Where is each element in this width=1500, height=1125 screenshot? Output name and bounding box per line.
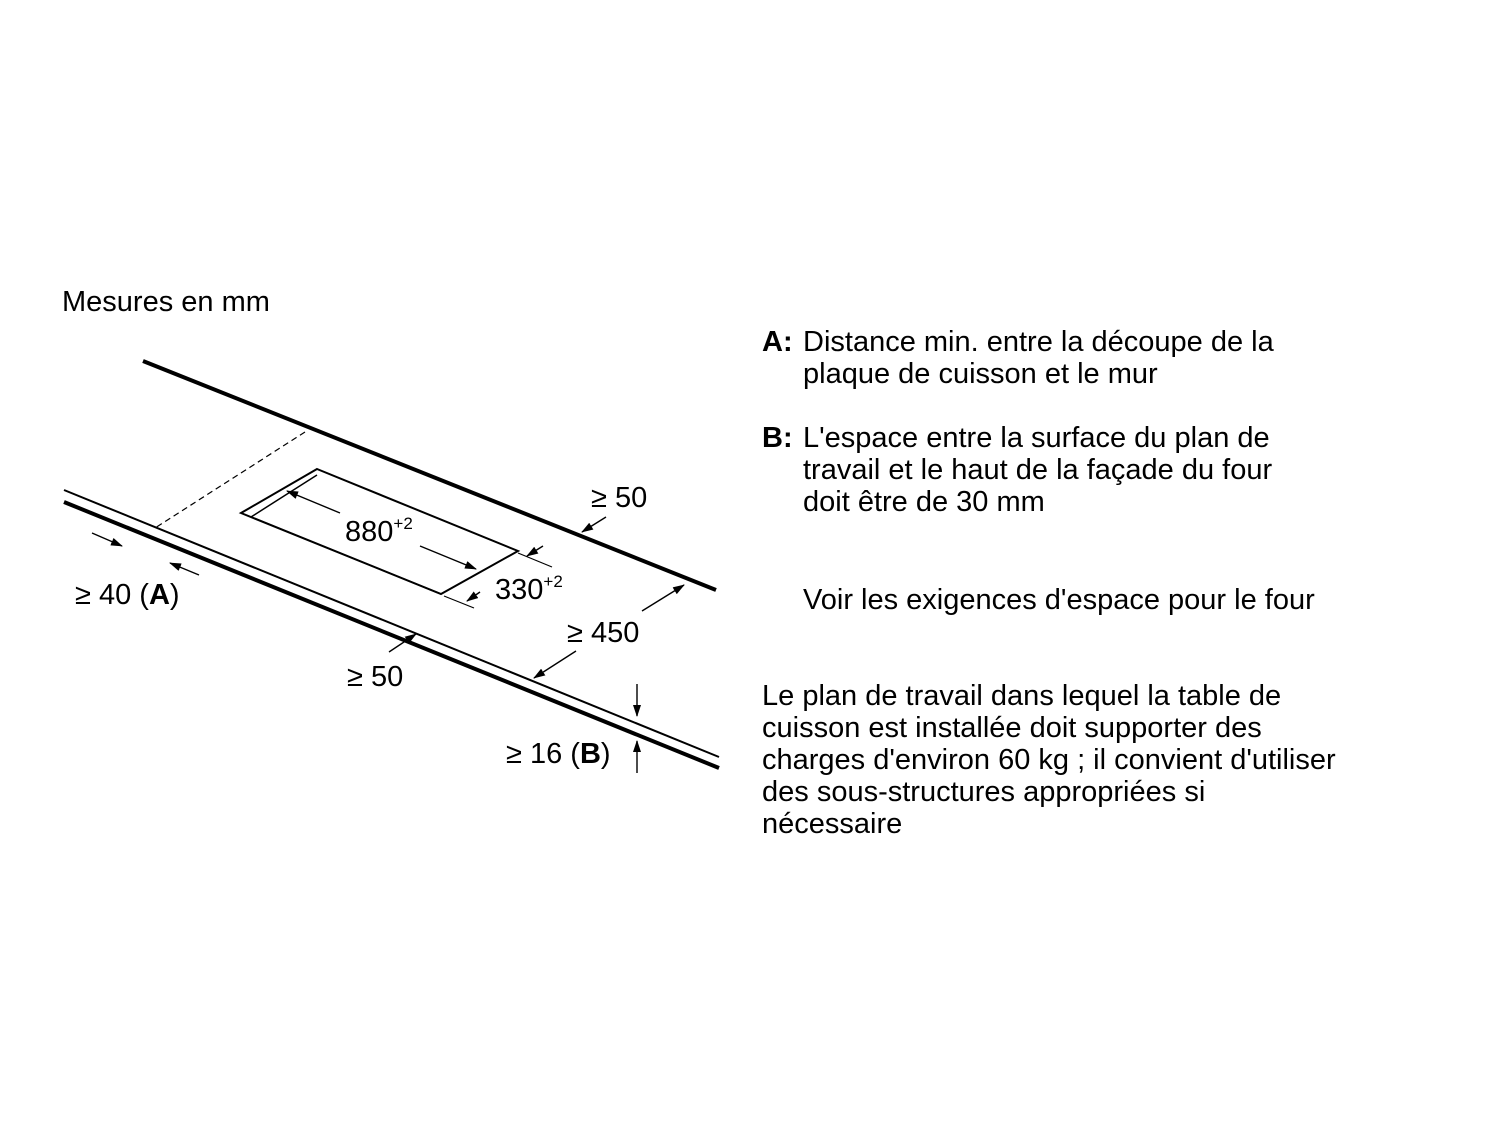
legend-text-b-line2: travail et le haut de la façade du four: [803, 454, 1273, 486]
front-min-arrow: [388, 633, 417, 653]
cutout-depth-arrow-bottom: [466, 591, 481, 602]
side-min-arrow-bottom: [533, 650, 577, 679]
wall-distance-label: ≥ 40 (A): [75, 579, 180, 611]
load-note-line5: nécessaire: [762, 808, 903, 840]
legend-key-b: B:: [762, 422, 793, 454]
worktop-rear-edge: [142, 359, 717, 592]
legend-text-b-line1: L'espace entre la surface du plan de: [803, 422, 1270, 454]
cutout-depth-extension-2: [443, 595, 475, 609]
wall-distance-arrow-left: [91, 532, 123, 547]
cutout-length-arrow-left: [286, 490, 341, 514]
legend-key-a: A:: [762, 326, 793, 358]
cutout-depth-arrow-top: [526, 545, 544, 557]
cutout-length-label: 880+2: [345, 514, 413, 548]
legend-text-a-line2: plaque de cuisson et le mur: [803, 358, 1158, 390]
rear-min-label: ≥ 50: [591, 482, 647, 514]
cutout-depth-label: 330+2: [495, 572, 563, 606]
load-note-line2: cuisson est installée doit supporter des: [762, 712, 1262, 744]
legend-item-a: A: Distance min. entre la découpe de la …: [762, 326, 1362, 390]
rear-min-arrow: [581, 516, 607, 533]
legend-text-b-line3: doit être de 30 mm: [803, 486, 1045, 518]
cutout-depth-extension-1: [517, 552, 553, 568]
load-note-line1: Le plan de travail dans lequel la table …: [762, 680, 1282, 712]
side-min-arrow-top: [641, 584, 685, 612]
side-min-label: ≥ 450: [567, 617, 639, 649]
units-title: Mesures en mm: [62, 286, 270, 318]
worktop-front-bottom-edge: [63, 500, 720, 770]
oven-requirements-note: Voir les exigences d'espace pour le four: [803, 584, 1315, 616]
hob-cutout-inner-edge: [249, 474, 442, 595]
cutout-length-arrow-right: [419, 545, 477, 570]
wall-distance-arrow-right: [169, 562, 200, 576]
legend-text-a-line1: Distance min. entre la découpe de la: [803, 326, 1274, 358]
load-note-line3: charges d'environ 60 kg ; il convient d'…: [762, 744, 1336, 776]
worktop-front-top-edge: [63, 489, 720, 758]
load-note-line4: des sous-structures appropriées si: [762, 776, 1206, 808]
wall-reference-line: [154, 431, 306, 529]
legend-item-b: B: L'espace entre la surface du plan de …: [762, 422, 1362, 518]
load-note: Le plan de travail dans lequel la table …: [762, 680, 1336, 840]
front-min-label: ≥ 50: [347, 661, 403, 693]
thickness-label: ≥ 16 (B): [506, 738, 611, 770]
